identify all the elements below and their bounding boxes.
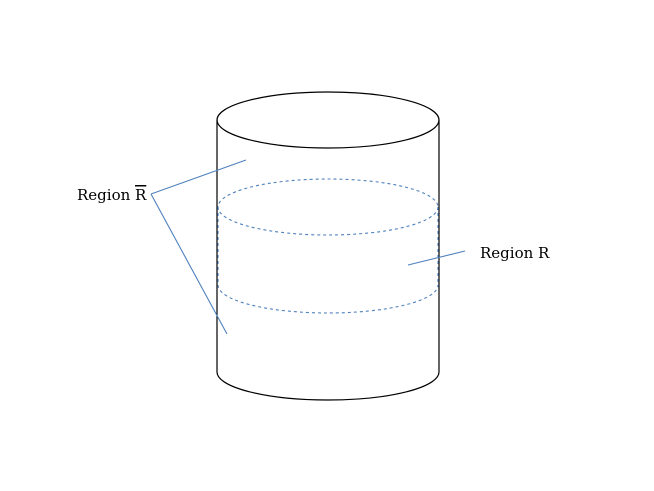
cylinder-bottom-arc bbox=[216, 371, 440, 401]
leader-line-r-bar-upper bbox=[150, 159, 247, 195]
label-region-r: Region R bbox=[480, 244, 550, 262]
leader-line-r-bar-lower bbox=[150, 193, 228, 335]
leader-lines bbox=[150, 159, 466, 335]
cylinder-top-ellipse bbox=[216, 91, 440, 149]
region-r-bottom-arc bbox=[217, 284, 439, 314]
label-region-r-bar-prefix: Region bbox=[77, 186, 135, 204]
region-r-top-ellipse bbox=[217, 178, 439, 236]
region-r-boundary bbox=[217, 178, 439, 314]
leader-line-r bbox=[407, 250, 466, 266]
label-region-r-bar-letter: R bbox=[135, 186, 147, 204]
cylinder bbox=[216, 91, 440, 401]
label-region-r-bar: Region R bbox=[77, 186, 147, 204]
